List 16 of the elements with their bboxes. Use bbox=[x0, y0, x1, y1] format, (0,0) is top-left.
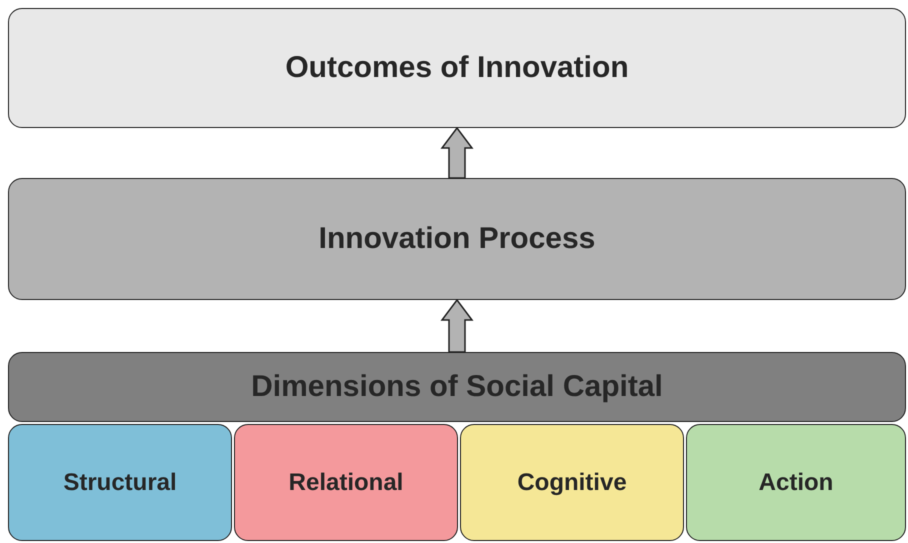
box-label: Cognitive bbox=[517, 468, 627, 496]
block-arrow bbox=[440, 298, 474, 353]
box-label: Structural bbox=[63, 468, 177, 496]
dimension-box bbox=[460, 424, 684, 541]
outcome-box bbox=[8, 8, 906, 128]
box-label: Dimensions of Social Capital bbox=[251, 370, 663, 404]
box-label: Action bbox=[758, 468, 834, 496]
box-label: Outcomes of Innovation bbox=[285, 51, 629, 85]
dimension-box bbox=[8, 424, 232, 541]
dimension-box bbox=[234, 424, 458, 541]
box-label: Innovation Process bbox=[318, 222, 596, 256]
header-band bbox=[8, 352, 906, 422]
process-box bbox=[8, 178, 906, 300]
box-label: Relational bbox=[288, 468, 404, 496]
block-arrow bbox=[440, 126, 474, 179]
dimension-box bbox=[686, 424, 906, 541]
